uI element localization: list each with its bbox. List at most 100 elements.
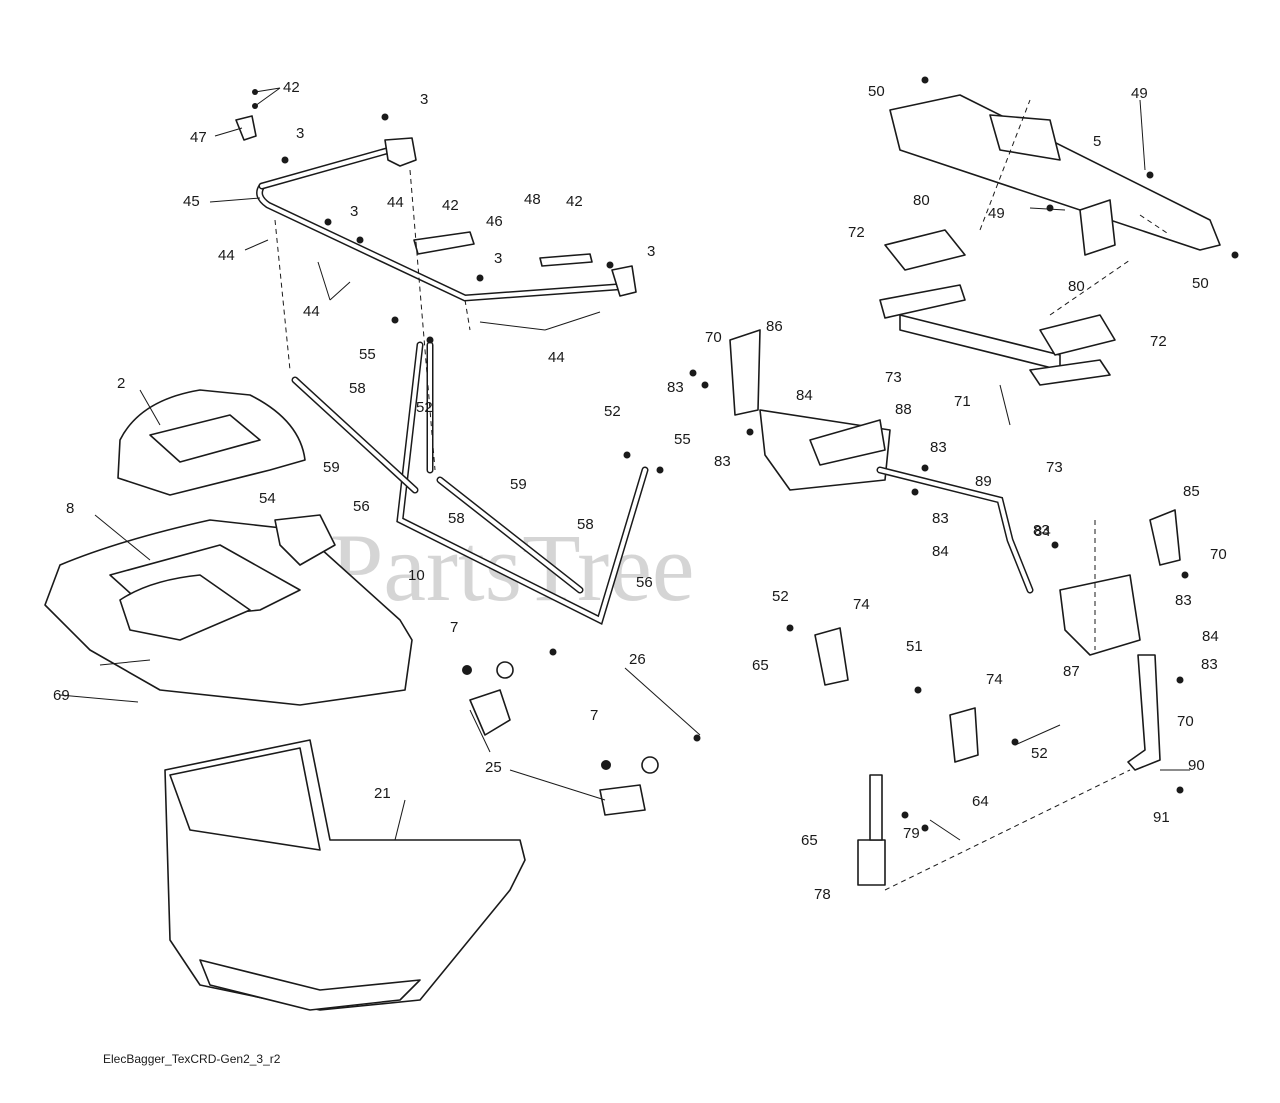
callout-2: 2 <box>117 375 125 392</box>
callout-56: 56 <box>353 498 370 515</box>
callout-44: 44 <box>548 349 565 366</box>
bracket-47 <box>235 115 257 141</box>
callout-71: 71 <box>954 393 971 410</box>
callout-73: 73 <box>1046 459 1063 476</box>
callout-3: 3 <box>420 91 428 108</box>
callout-54: 54 <box>259 490 276 507</box>
callout-58: 58 <box>448 510 465 527</box>
callout-26: 26 <box>629 651 646 668</box>
callout-25: 25 <box>485 759 502 776</box>
callout-78: 78 <box>814 886 831 903</box>
callout-3: 3 <box>296 125 304 142</box>
callout-83: 83 <box>1033 522 1050 539</box>
callout-84: 84 <box>796 387 813 404</box>
callout-74: 74 <box>986 671 1003 688</box>
callout-65: 65 <box>801 832 818 849</box>
callout-91: 91 <box>1153 809 1170 826</box>
callout-74: 74 <box>853 596 870 613</box>
callout-5: 5 <box>1093 133 1101 150</box>
drawing-code: ElecBagger_TexCRD-Gen2_3_r2 <box>103 1052 281 1066</box>
callout-72: 72 <box>1150 333 1167 350</box>
callout-3: 3 <box>350 203 358 220</box>
bagger-top <box>44 514 413 706</box>
callout-59: 59 <box>323 459 340 476</box>
callout-83: 83 <box>1175 592 1192 609</box>
callout-89: 89 <box>975 473 992 490</box>
callout-70: 70 <box>1210 546 1227 563</box>
callout-58: 58 <box>577 516 594 533</box>
callout-70: 70 <box>1177 713 1194 730</box>
callout-55: 55 <box>359 346 376 363</box>
callout-83: 83 <box>930 439 947 456</box>
callout-42: 42 <box>566 193 583 210</box>
callout-83: 83 <box>932 510 949 527</box>
axle-assembly-71 <box>879 229 1116 386</box>
callout-52: 52 <box>1031 745 1048 762</box>
callout-10: 10 <box>408 567 425 584</box>
leader-lines <box>59 87 1190 841</box>
callout-88: 88 <box>895 401 912 418</box>
callout-50: 50 <box>868 83 885 100</box>
handle-frame <box>235 115 637 302</box>
callout-58: 58 <box>349 380 366 397</box>
callout-51: 51 <box>906 638 923 655</box>
callout-87: 87 <box>1063 663 1080 680</box>
handle-54 <box>274 514 336 566</box>
callout-84: 84 <box>932 543 949 560</box>
callout-84: 84 <box>1034 523 1051 540</box>
callout-52: 52 <box>772 588 789 605</box>
callout-49: 49 <box>988 205 1005 222</box>
callout-48: 48 <box>524 191 541 208</box>
mount-bracket-5 <box>889 94 1221 256</box>
callout-46: 46 <box>486 213 503 230</box>
callout-44: 44 <box>303 303 320 320</box>
callout-52: 52 <box>416 399 433 416</box>
callout-45: 45 <box>183 193 200 210</box>
callout-7: 7 <box>590 707 598 724</box>
callout-73: 73 <box>885 369 902 386</box>
callout-80: 80 <box>1068 278 1085 295</box>
callout-83: 83 <box>714 453 731 470</box>
callout-42: 42 <box>442 197 459 214</box>
callout-55: 55 <box>674 431 691 448</box>
callout-44: 44 <box>218 247 235 264</box>
callout-59: 59 <box>510 476 527 493</box>
cover-lid <box>117 389 306 496</box>
rod-frame-10 <box>291 341 649 625</box>
callout-labels: 42 47 3 3 45 44 44 3 42 46 48 42 3 3 44 … <box>53 79 1227 903</box>
callout-64: 64 <box>972 793 989 810</box>
hardware-fasteners <box>252 76 1239 832</box>
hitch-assembly <box>729 329 1181 886</box>
callout-85: 85 <box>1183 483 1200 500</box>
callout-79: 79 <box>903 825 920 842</box>
callout-70: 70 <box>705 329 722 346</box>
callout-90: 90 <box>1188 757 1205 774</box>
latch-assemblies <box>469 661 659 816</box>
callout-80: 80 <box>913 192 930 209</box>
callout-7: 7 <box>450 619 458 636</box>
callout-86: 86 <box>766 318 783 335</box>
watermark: PartsTree <box>330 514 694 621</box>
alignment-lines <box>274 99 1171 891</box>
catcher-bag <box>164 739 526 1011</box>
callout-8: 8 <box>66 500 74 517</box>
callout-52: 52 <box>604 403 621 420</box>
callout-72: 72 <box>848 224 865 241</box>
callout-83: 83 <box>1201 656 1218 673</box>
callout-56: 56 <box>636 574 653 591</box>
callout-3: 3 <box>494 250 502 267</box>
callout-44: 44 <box>387 194 404 211</box>
callout-42: 42 <box>283 79 300 96</box>
callout-3: 3 <box>647 243 655 260</box>
plate-46 <box>413 231 475 255</box>
callout-65: 65 <box>752 657 769 674</box>
callout-83: 83 <box>667 379 684 396</box>
callout-84: 84 <box>1202 628 1219 645</box>
plate-48 <box>539 253 593 267</box>
callout-49: 49 <box>1131 85 1148 102</box>
callout-69: 69 <box>53 687 70 704</box>
callout-47: 47 <box>190 129 207 146</box>
callout-50: 50 <box>1192 275 1209 292</box>
callout-21: 21 <box>374 785 391 802</box>
